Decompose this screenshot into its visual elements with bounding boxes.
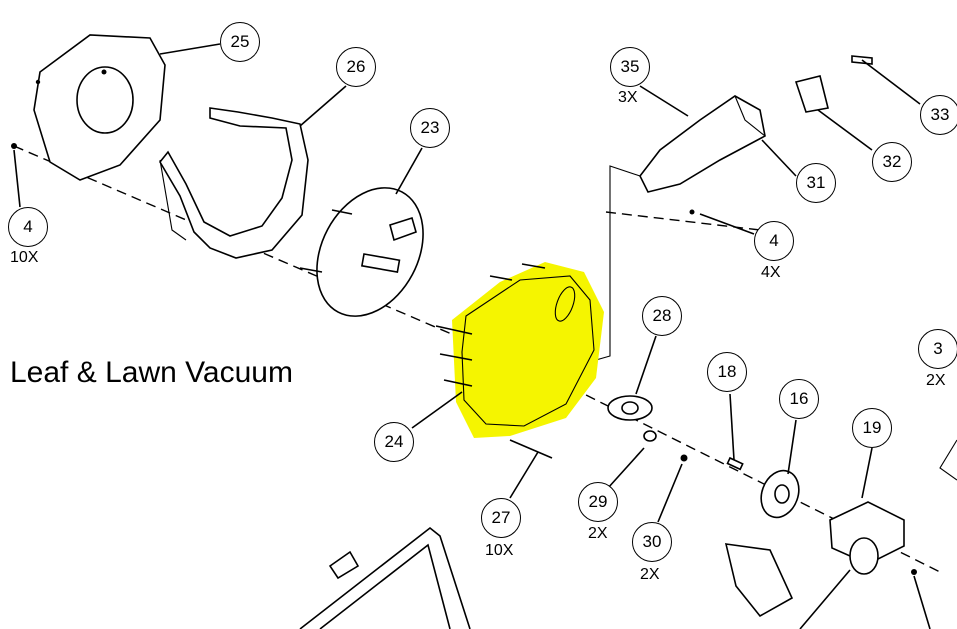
bolt bbox=[11, 143, 17, 149]
bearing-flange bbox=[607, 395, 653, 421]
callout-4-left: 4 bbox=[8, 207, 48, 247]
callout-32: 32 bbox=[872, 142, 912, 182]
qty-4-right: 4X bbox=[761, 264, 781, 281]
fan-impeller bbox=[299, 187, 424, 317]
qty-4-left: 10X bbox=[10, 249, 39, 266]
callout-33: 33 bbox=[920, 95, 957, 135]
callout-18: 18 bbox=[707, 352, 747, 392]
qty-29: 2X bbox=[588, 525, 608, 542]
back-plate-highlighted bbox=[435, 262, 604, 459]
callout-29: 29 bbox=[578, 482, 618, 522]
qty-35: 3X bbox=[618, 89, 638, 106]
frame-tube-inner bbox=[319, 543, 451, 629]
discharge-chute bbox=[639, 95, 766, 193]
bolt bbox=[911, 569, 917, 575]
qty-3: 2X bbox=[926, 372, 946, 389]
idler-assembly bbox=[829, 501, 905, 575]
callout-25: 25 bbox=[220, 22, 260, 62]
diagram-title: Leaf & Lawn Vacuum bbox=[10, 356, 293, 389]
callout-3: 3 bbox=[918, 329, 957, 369]
leader-lines bbox=[13, 43, 931, 629]
hinge-plate bbox=[794, 75, 829, 113]
assembly-axis bbox=[13, 145, 941, 573]
washer bbox=[643, 430, 657, 442]
callout-23: 23 bbox=[410, 108, 450, 148]
callout-24: 24 bbox=[374, 422, 414, 462]
callout-19: 19 bbox=[852, 408, 892, 448]
callout-26: 26 bbox=[336, 47, 376, 87]
chute-link-line bbox=[595, 165, 641, 361]
nut bbox=[680, 454, 688, 462]
callout-30: 30 bbox=[632, 522, 672, 562]
pulley bbox=[760, 469, 800, 519]
callout-4-right: 4 bbox=[754, 221, 794, 261]
callout-27: 27 bbox=[481, 498, 521, 538]
belt-guard bbox=[724, 543, 794, 618]
callout-16: 16 bbox=[779, 379, 819, 419]
housing-band bbox=[159, 107, 309, 259]
fan-housing-cover bbox=[33, 34, 166, 181]
callout-35: 35 bbox=[610, 47, 650, 87]
qty-30: 2X bbox=[640, 566, 660, 583]
partial-part-right bbox=[939, 439, 957, 481]
bolt bbox=[689, 209, 695, 215]
callout-31: 31 bbox=[796, 163, 836, 203]
qty-27: 10X bbox=[485, 542, 514, 559]
shaft-key bbox=[726, 456, 744, 471]
frame-tube bbox=[299, 526, 471, 629]
frame-bracket bbox=[328, 550, 360, 580]
callout-28: 28 bbox=[642, 296, 682, 336]
